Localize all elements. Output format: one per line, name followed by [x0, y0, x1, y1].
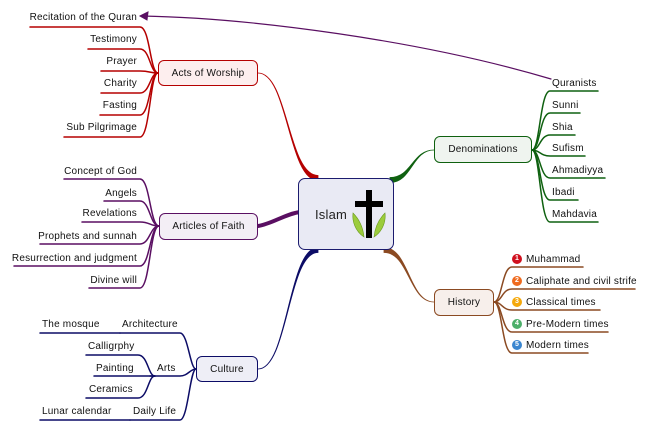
leaf-lunar-calendar[interactable]: Lunar calendar	[42, 406, 112, 417]
leaf-testimony[interactable]: Testimony	[90, 34, 137, 45]
connector-worship-leaf	[87, 48, 159, 74]
leaf-mahdavia[interactable]: Mahdavia	[552, 209, 597, 220]
number-5-icon: 5	[512, 340, 522, 351]
node-label: History	[447, 297, 481, 308]
connector-history	[383, 247, 435, 303]
connector-architecture	[119, 332, 197, 370]
number-4-icon: 4	[512, 319, 522, 330]
node-denominations[interactable]: Denominations	[434, 136, 532, 163]
connector-daily-life	[129, 368, 197, 421]
leaf-prophets-and-sunnah[interactable]: Prophets and sunnah	[38, 231, 137, 242]
connector-faith-leaf	[81, 221, 160, 227]
leaf-classical-times[interactable]: 3 Classical times	[512, 297, 596, 309]
leaf-sunni[interactable]: Sunni	[552, 100, 579, 111]
leaf-daily-life[interactable]: Daily Life	[133, 406, 177, 417]
arrowhead-icon	[138, 11, 149, 21]
leaf-divine-will[interactable]: Divine will	[90, 275, 137, 286]
number-1-icon: 1	[512, 254, 522, 265]
central-label: Islam	[315, 206, 348, 222]
leaf-label: Modern times	[526, 340, 589, 351]
leaf-ahmadiyya[interactable]: Ahmadiyya	[552, 165, 604, 176]
number-2-icon: 2	[512, 276, 522, 287]
connector-history-leaf	[493, 301, 589, 354]
leaf-label: Caliphate and civil strife	[526, 276, 637, 287]
connector-faith-leaf	[88, 225, 160, 289]
connector-faith	[256, 210, 302, 228]
leaf-quranists[interactable]: Quranists	[552, 78, 597, 89]
leaf-recitation-of-the-quran[interactable]: Recitation of the Quran	[29, 12, 137, 23]
node-label: Denominations	[448, 144, 518, 155]
leaf-label: Classical times	[526, 297, 596, 308]
leaf-calligraphy[interactable]: Calligrphy	[88, 341, 135, 352]
leaf-arts[interactable]: Arts	[157, 363, 176, 374]
central-node-islam[interactable]: Islam	[298, 178, 394, 250]
leaf-angels[interactable]: Angels	[105, 188, 137, 199]
connector-worship	[257, 72, 319, 181]
leaf-ceramics[interactable]: Ceramics	[89, 384, 133, 395]
connector-culture	[257, 247, 319, 370]
connector-arts	[149, 368, 197, 377]
leaf-muhammad[interactable]: 1 Muhammad	[512, 254, 580, 266]
connector-denominations	[389, 149, 435, 183]
leaf-label: Muhammad	[526, 254, 581, 265]
leaf-concept-of-god[interactable]: Concept of God	[64, 166, 137, 177]
connector-calligraphy	[85, 354, 156, 377]
leaf-revelations[interactable]: Revelations	[82, 208, 137, 219]
number-3-icon: 3	[512, 297, 522, 308]
node-culture[interactable]: Culture	[196, 356, 258, 382]
leaf-resurrection-and-judgment[interactable]: Resurrection and judgment	[11, 253, 137, 264]
leaf-ibadi[interactable]: Ibadi	[552, 187, 575, 198]
connector-worship-leaf	[100, 70, 159, 74]
leaf-charity[interactable]: Charity	[103, 78, 137, 89]
node-acts-of-worship[interactable]: Acts of Worship	[158, 60, 258, 86]
leaf-caliphate[interactable]: 2 Caliphate and civil strife	[512, 276, 637, 288]
connector-worship-leaf	[63, 72, 159, 138]
leaf-sufism[interactable]: Sufism	[552, 143, 584, 154]
leaf-shia[interactable]: Shia	[552, 122, 573, 133]
node-label: Culture	[210, 363, 244, 375]
leaf-the-mosque[interactable]: The mosque	[42, 319, 100, 330]
connector-ceramics	[85, 375, 156, 399]
relation-arrow-line	[141, 15, 552, 80]
leaf-modern-times[interactable]: 5 Modern times	[512, 340, 589, 352]
leaf-painting[interactable]: Painting	[96, 363, 134, 374]
cross-with-wheat-icon	[352, 190, 386, 238]
leaf-sub-pilgrimage[interactable]: Sub Pilgrimage	[66, 122, 137, 133]
leaf-prayer[interactable]: Prayer	[106, 56, 137, 67]
leaf-pre-modern-times[interactable]: 4 Pre-Modern times	[512, 319, 609, 331]
leaf-architecture[interactable]: Architecture	[122, 319, 178, 330]
node-label: Acts of Worship	[171, 67, 245, 79]
connector-denomination-leaf	[531, 134, 576, 151]
node-label: Articles of Faith	[172, 221, 245, 232]
node-history[interactable]: History	[434, 289, 494, 316]
node-articles-of-faith[interactable]: Articles of Faith	[159, 213, 258, 240]
leaf-fasting[interactable]: Fasting	[102, 100, 137, 111]
connector-denomination-leaf	[531, 149, 599, 223]
leaf-label: Pre-Modern times	[526, 319, 609, 330]
